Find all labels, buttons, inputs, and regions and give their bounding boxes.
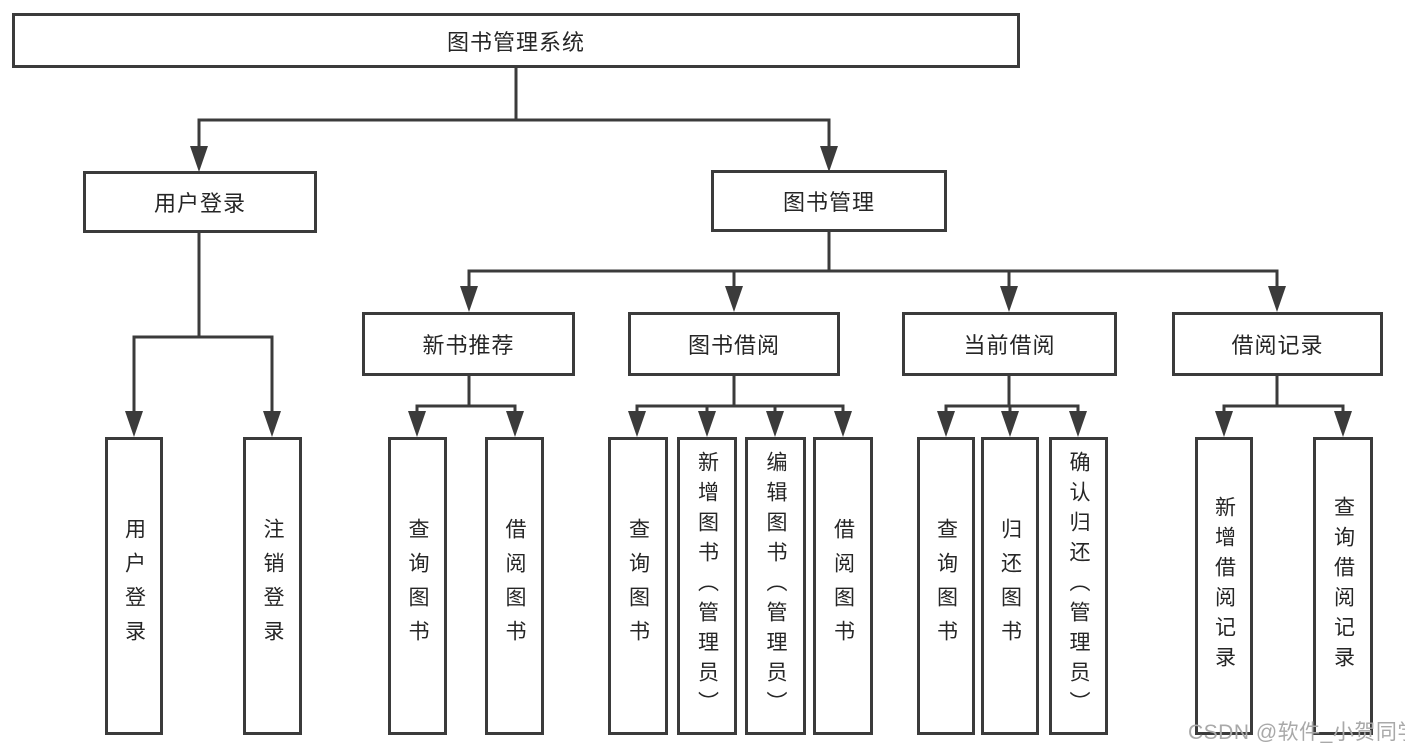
leaf-return-books: 归还图书 [981, 437, 1039, 735]
leaf-label: 查询图书 [406, 518, 429, 654]
connector-book-mgmt-to-level3 [467, 230, 1279, 288]
node-library-management-system: 图书管理系统 [12, 13, 1020, 68]
connector-root-to-level2 [197, 66, 831, 148]
node-borrowing-records: 借阅记录 [1172, 312, 1383, 376]
leaf-query-books-recommend: 查询图书 [388, 437, 447, 735]
leaf-logout: 注销登录 [243, 437, 302, 735]
arrowhead [1215, 411, 1233, 437]
node-user-login: 用户登录 [83, 171, 317, 233]
leaf-label: 查询借阅记录 [1331, 496, 1355, 676]
leaf-query-books-current: 查询图书 [917, 437, 975, 735]
watermark: CSDN @软件_小贺同学 [1188, 721, 1405, 744]
node-book-management: 图书管理 [711, 170, 947, 232]
leaf-user-login: 用户登录 [105, 437, 163, 735]
connector-new-book-to-leaves [415, 374, 517, 413]
arrowhead [766, 411, 784, 437]
connector-user-login-to-leaves [132, 231, 274, 413]
arrowhead [1069, 411, 1087, 437]
leaf-label: 查询图书 [626, 518, 650, 654]
leaf-borrow-books-borrowing: 借阅图书 [813, 437, 873, 735]
arrowhead [1001, 411, 1019, 437]
connector-borrow-record-to-leaves [1222, 374, 1345, 413]
connector-current-borrow-to-leaves [944, 374, 1080, 413]
leaf-label: 用户登录 [122, 518, 146, 654]
arrowhead [125, 411, 143, 437]
arrowhead [1000, 286, 1018, 312]
node-current-borrowing: 当前借阅 [902, 312, 1117, 376]
leaf-add-borrow-record: 新增借阅记录 [1195, 437, 1253, 735]
leaf-label: 注销登录 [261, 518, 284, 654]
arrowhead [506, 411, 524, 437]
node-new-book-recommend: 新书推荐 [362, 312, 575, 376]
leaf-label: 新增借阅记录 [1212, 496, 1236, 676]
leaf-add-books-admin: 新增图书（管理员） [677, 437, 737, 735]
arrowhead [725, 286, 743, 312]
leaf-label: 确认归还（管理员） [1067, 451, 1090, 721]
node-book-borrowing: 图书借阅 [628, 312, 840, 376]
arrowhead [834, 411, 852, 437]
leaf-label: 归还图书 [998, 518, 1022, 654]
leaf-borrow-books-recommend: 借阅图书 [485, 437, 544, 735]
arrowhead [408, 411, 426, 437]
leaf-label: 借阅图书 [831, 518, 855, 654]
arrowhead [698, 411, 716, 437]
arrowhead [190, 146, 208, 172]
leaf-label: 借阅图书 [503, 518, 526, 654]
arrowhead [937, 411, 955, 437]
leaf-label: 新增图书（管理员） [695, 451, 719, 721]
arrowhead [820, 146, 838, 172]
arrowhead [1334, 411, 1352, 437]
arrowhead [628, 411, 646, 437]
arrowhead [460, 286, 478, 312]
leaf-edit-books-admin: 编辑图书（管理员） [745, 437, 806, 735]
leaf-label: 编辑图书（管理员） [764, 451, 787, 721]
arrowhead [263, 411, 281, 437]
leaf-confirm-return-admin: 确认归还（管理员） [1049, 437, 1108, 735]
leaf-label: 查询图书 [934, 518, 958, 654]
leaf-query-books-borrowing: 查询图书 [608, 437, 668, 735]
connector-book-borrow-to-leaves [635, 374, 845, 413]
arrowhead [1268, 286, 1286, 312]
leaf-query-borrow-record: 查询借阅记录 [1313, 437, 1373, 735]
